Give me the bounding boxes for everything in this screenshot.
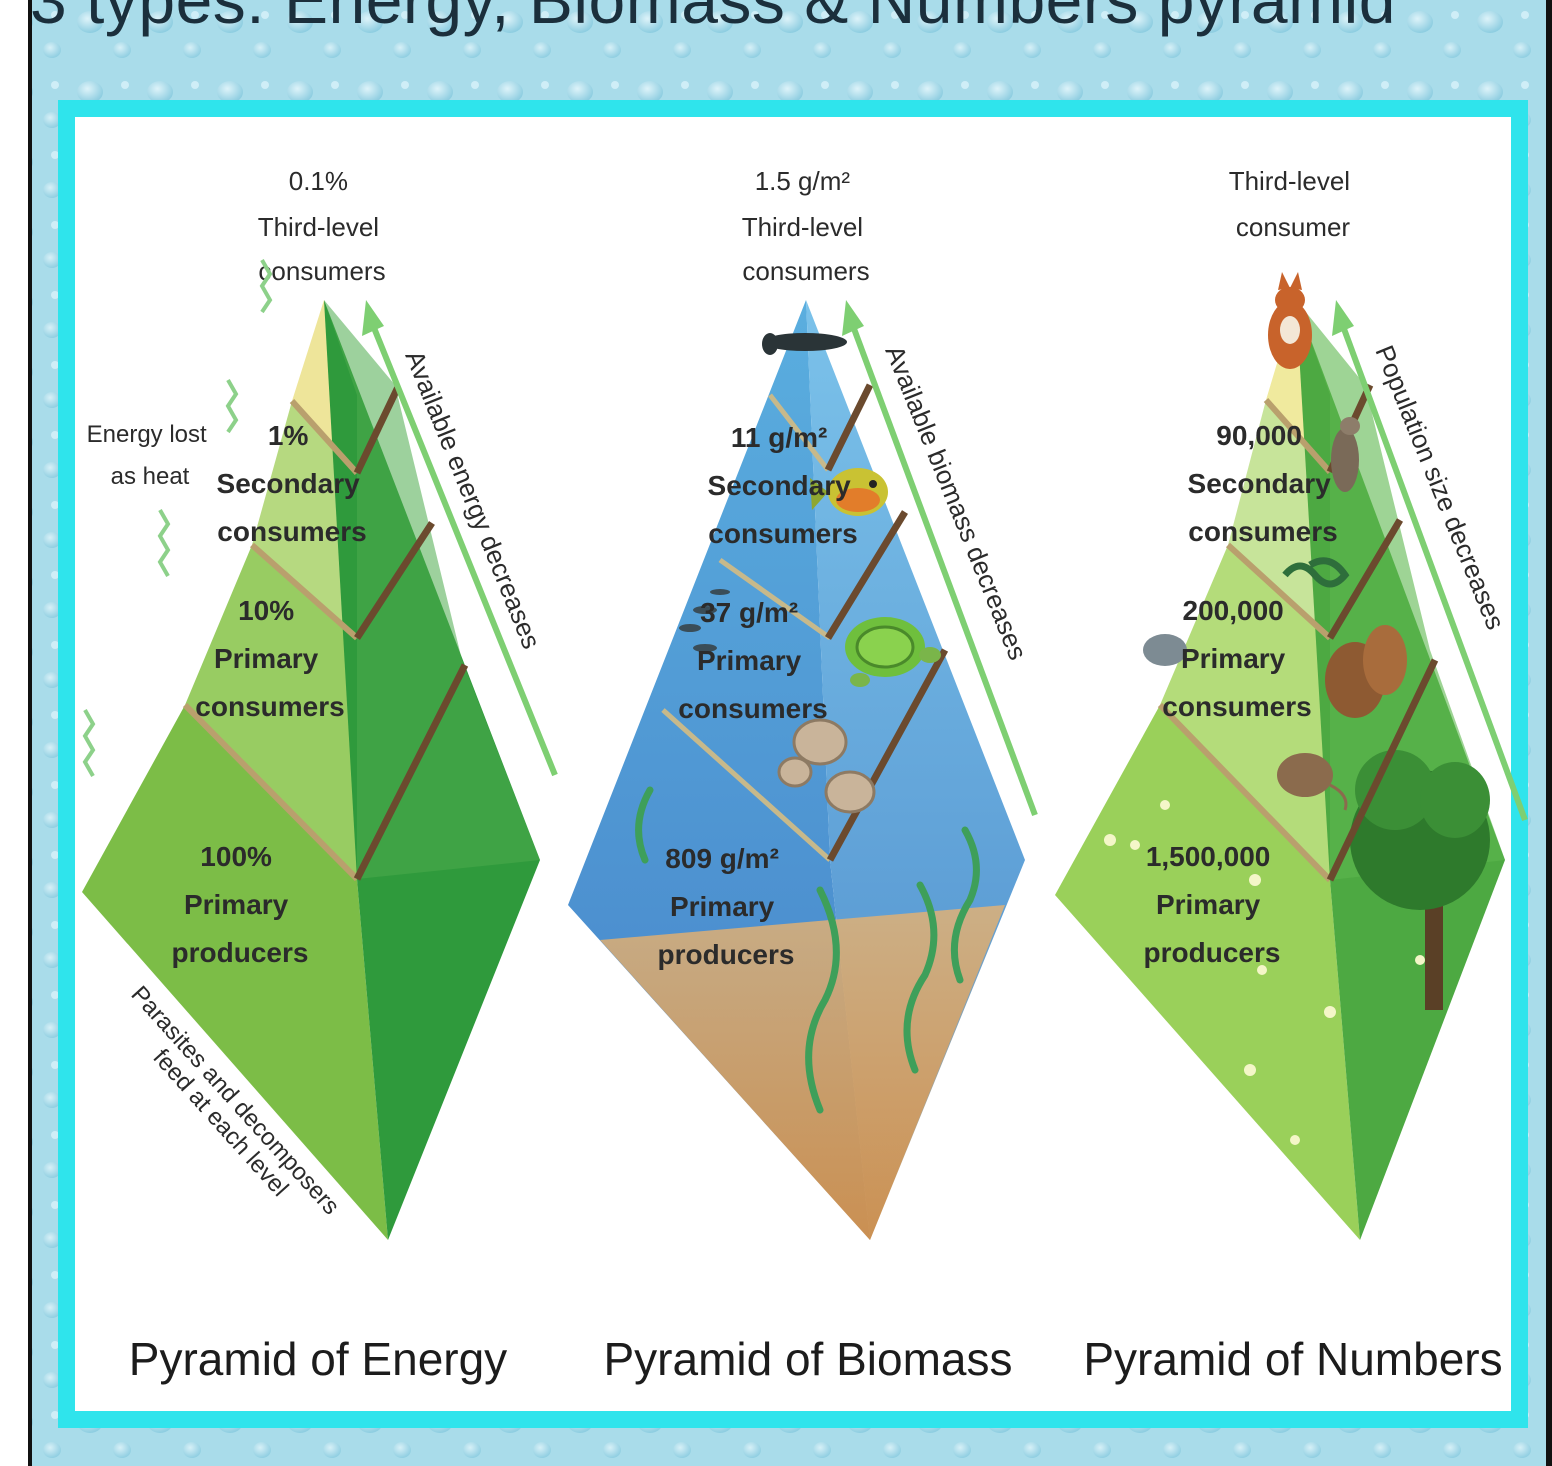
numbers-primary-cons-line1: Primary xyxy=(1181,643,1286,674)
numbers-secondary-line2: consumers xyxy=(1188,516,1337,547)
energy-producers-line2: producers xyxy=(172,937,309,968)
numbers-pyramid: Third-level consumer 90,000 Secondary co… xyxy=(1055,166,1525,1385)
biomass-secondary-value: 11 g/m² xyxy=(731,422,827,453)
energy-heat-label-1: Energy lost xyxy=(87,421,207,448)
biomass-third-value: 1.5 g/m² xyxy=(755,166,851,196)
energy-producers-line1: Primary xyxy=(184,889,289,920)
energy-heat-label-2: as heat xyxy=(111,463,190,490)
biomass-caption: Pyramid of Biomass xyxy=(603,1333,1012,1385)
energy-secondary-line1: Secondary xyxy=(217,468,361,499)
biomass-producers-line1: Primary xyxy=(670,891,775,922)
biomass-secondary-line2: consumers xyxy=(708,518,857,549)
energy-primary-cons-line2: consumers xyxy=(195,691,344,722)
svg-text:1.5 g/m² Third-level: 1.5 g/m² Third-level consumers xyxy=(742,166,871,286)
energy-secondary-value: 1% xyxy=(268,420,309,451)
energy-pyramid: 0.1% Third-level consumers 1% Secondary … xyxy=(82,166,555,1385)
svg-text:Third-level consumer: Third-level consumer xyxy=(1229,166,1358,242)
numbers-secondary-line1: Secondary xyxy=(1188,468,1332,499)
biomass-pyramid: 1.5 g/m² Third-level consumers 11 g/m² S… xyxy=(568,166,1035,1385)
numbers-secondary-value: 90,000 xyxy=(1216,420,1302,451)
biomass-primary-cons-line2: consumers xyxy=(678,693,827,724)
numbers-producers-line2: producers xyxy=(1144,937,1281,968)
biomass-secondary-line1: Secondary xyxy=(708,470,852,501)
biomass-primary-cons-line1: Primary xyxy=(697,645,802,676)
svg-text:809 g/m² Primary: 809 g/m² Primary producers xyxy=(658,843,795,970)
svg-text:37 g/m² Primary: 37 g/m² Primary consumers xyxy=(678,597,827,724)
biomass-producers-value: 809 g/m² xyxy=(665,843,779,874)
svg-text:Energy lost as heat: Energy lost as heat xyxy=(87,421,214,490)
energy-secondary-line2: consumers xyxy=(217,516,366,547)
energy-primary-cons-value: 10% xyxy=(238,595,294,626)
numbers-producers-value: 1,500,000 xyxy=(1146,841,1271,872)
energy-third-value: 0.1% xyxy=(289,166,348,196)
biomass-primary-cons-value: 37 g/m² xyxy=(700,597,798,628)
energy-third-line1: Third-level xyxy=(258,212,379,242)
svg-text:1,500,000 Primary: 1,500,000 Primary producers xyxy=(1144,841,1281,968)
numbers-third-line2: consumer xyxy=(1236,212,1350,242)
fox-icon xyxy=(1268,272,1312,369)
energy-primary-cons-line1: Primary xyxy=(214,643,319,674)
biomass-third-line1: Third-level xyxy=(742,212,863,242)
numbers-primary-cons-value: 200,000 xyxy=(1183,595,1284,626)
numbers-primary-cons-line2: consumers xyxy=(1162,691,1311,722)
numbers-caption: Pyramid of Numbers xyxy=(1083,1333,1502,1385)
svg-text:0.1% Third-level: 0.1% Third-level consumers xyxy=(258,166,387,286)
numbers-third-line1: Third-level xyxy=(1229,166,1350,196)
energy-caption: Pyramid of Energy xyxy=(129,1333,507,1385)
biomass-producers-line2: producers xyxy=(658,939,795,970)
biomass-third-line2: consumers xyxy=(742,256,869,286)
energy-third-line2: consumers xyxy=(258,256,385,286)
numbers-producers-line1: Primary xyxy=(1156,889,1261,920)
svg-text:200,000 Primary: 200,000 Primary consumers xyxy=(1162,595,1311,722)
energy-producers-value: 100% xyxy=(200,841,272,872)
